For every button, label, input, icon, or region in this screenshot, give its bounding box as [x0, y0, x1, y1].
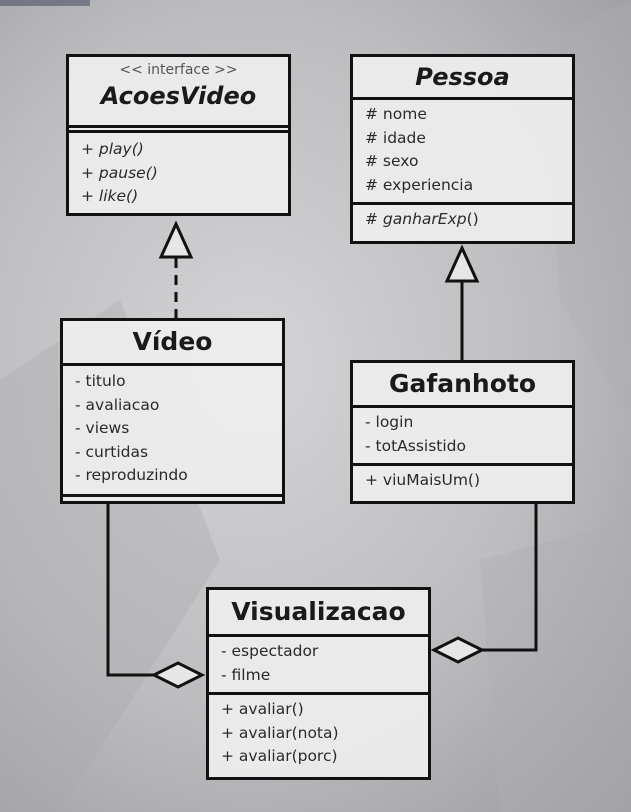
attribute-item: - reproduzindo [75, 466, 188, 484]
attribute-item: - curtidas [75, 442, 149, 461]
method-item: # ganharExp() [365, 208, 572, 232]
class-name: Vídeo [132, 327, 213, 356]
attribute-item: # experiencia [365, 175, 474, 194]
class-name: AcoesVideo [100, 82, 257, 110]
class-header: << interface >> AcoesVideo [69, 57, 288, 128]
class-name: Gafanhoto [388, 369, 537, 398]
realization-arrowhead [158, 220, 194, 259]
method-item: + avaliar(nota) [221, 723, 339, 742]
attribute-item: - views [75, 419, 130, 437]
aggregation-line-gafanhoto [482, 503, 538, 652]
method-item: + pause() [81, 163, 158, 182]
class-name: Pessoa [415, 63, 510, 91]
class-video: Vídeo - titulo - avaliacao - views - cur… [60, 318, 285, 504]
attributes-section: - titulo - avaliacao - views - curtidas … [63, 366, 282, 497]
class-acoes-video: << interface >> AcoesVideo + play() + pa… [66, 54, 291, 216]
methods-section: + avaliar() + avaliar(nota) + avaliar(po… [209, 695, 428, 773]
class-gafanhoto: Gafanhoto - login - totAssistido + viuMa… [350, 360, 575, 504]
class-header: Gafanhoto [353, 363, 572, 408]
stereotype-label: << interface >> [119, 62, 238, 78]
methods-section: + play() + pause() + like() [69, 130, 288, 213]
attribute-item: # nome [365, 105, 427, 123]
attribute-item: - titulo [75, 372, 126, 390]
class-header: Vídeo [63, 321, 282, 366]
attributes-section: # nome # idade # sexo # experiencia [353, 100, 572, 205]
attribute-item: - espectador [221, 642, 319, 660]
attribute-item: - avaliacao [75, 395, 160, 414]
method-visibility: # [365, 210, 383, 228]
method-item: + viuMaisUm() [365, 471, 481, 489]
method-name: ganharExp [382, 210, 467, 228]
class-visualizacao: Visualizacao - espectador - filme + aval… [206, 587, 431, 780]
aggregation-diamond-left [150, 661, 206, 689]
attributes-section: - espectador - filme [209, 637, 428, 695]
class-header: Visualizacao [209, 590, 428, 637]
attribute-item: - totAssistido [365, 436, 466, 455]
methods-section: # ganharExp() [353, 205, 572, 236]
method-item: + avaliar() [221, 700, 304, 718]
class-name: Visualizacao [231, 597, 406, 626]
class-header: Pessoa [353, 57, 572, 100]
attributes-section: - login - totAssistido [353, 408, 572, 466]
generalization-arrowhead [444, 244, 480, 283]
class-pessoa: Pessoa # nome # idade # sexo # experienc… [350, 54, 575, 244]
attribute-item: - filme [221, 665, 271, 684]
attribute-item: # idade [365, 128, 426, 147]
aggregation-line-video [106, 503, 154, 677]
aggregation-diamond-right [430, 636, 486, 664]
methods-section: + viuMaisUm() [353, 466, 572, 497]
method-parens: () [466, 210, 479, 228]
method-item: + avaliar(porc) [221, 747, 338, 765]
method-item: + play() [81, 140, 144, 158]
attribute-item: # sexo [365, 152, 419, 170]
attribute-item: - login [365, 413, 414, 431]
methods-section [63, 497, 282, 501]
method-item: + like() [81, 187, 139, 205]
